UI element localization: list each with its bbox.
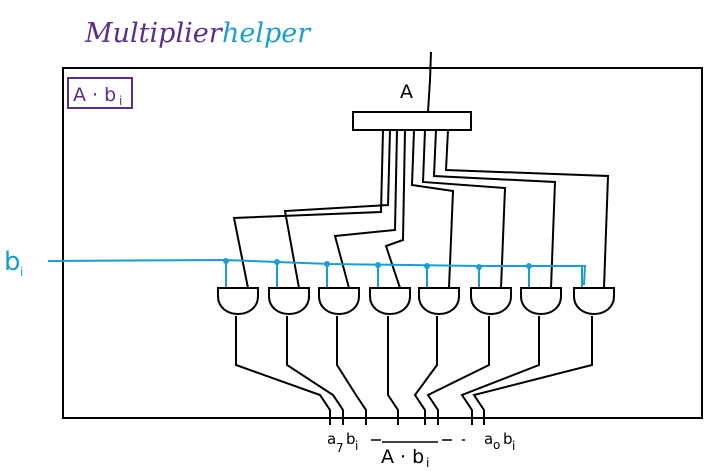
output-label-middle-sub: i <box>426 456 429 470</box>
bus-wire-7 <box>444 129 610 289</box>
bus-wire-5 <box>421 129 507 289</box>
and-gate-7 <box>573 287 615 315</box>
and-gate-4 <box>418 287 460 315</box>
title-part2: helper <box>222 18 312 49</box>
and-gate-6 <box>520 287 562 315</box>
bus-splitter <box>352 111 472 131</box>
bus-wire-1 <box>283 129 391 289</box>
module-label-sub: i <box>119 94 122 108</box>
bus-wire-3 <box>384 129 406 289</box>
bus-wires <box>232 129 610 289</box>
output-label-first-b: b <box>346 430 356 448</box>
output-wire-6 <box>460 316 540 425</box>
and-gate-5 <box>470 287 512 315</box>
bus-wire-4 <box>410 129 455 289</box>
module-box <box>62 67 703 419</box>
output-wires <box>235 316 593 425</box>
bi-taps <box>223 258 583 288</box>
output-wire-0 <box>235 316 331 425</box>
and-gate-0 <box>217 287 259 315</box>
title-part1: Multiplier <box>84 18 224 49</box>
output-label-last: a <box>484 430 493 448</box>
output-label-first: a <box>327 430 336 448</box>
bi-input-wire <box>47 258 587 286</box>
and-gate-3 <box>369 287 411 315</box>
and-gate-1 <box>268 287 310 315</box>
bus-wire-2 <box>333 129 398 289</box>
output-label-middle: A · b <box>381 446 424 468</box>
output-wire-1 <box>286 316 344 425</box>
bi-label: b <box>4 247 21 277</box>
output-wire-2 <box>336 316 367 425</box>
bi-label-sub: i <box>20 265 23 279</box>
output-label-last-b: b <box>503 430 513 448</box>
bus-wire-6 <box>432 129 557 289</box>
output-label-first-sub: 7 <box>336 441 344 455</box>
bus-wire-0 <box>232 129 384 289</box>
and-gates <box>217 287 615 315</box>
bus-input-wire <box>427 51 432 113</box>
output-label-first-b-sub: i <box>355 439 358 453</box>
output-wire-7 <box>472 316 593 425</box>
output-wire-5 <box>426 316 490 425</box>
module-label-box <box>67 77 133 109</box>
and-gate-2 <box>318 287 360 315</box>
output-label-last-sub: o <box>493 438 500 452</box>
output-wire-3 <box>387 316 399 425</box>
bus-label: A <box>400 81 413 103</box>
output-label-last-b-sub: i <box>512 439 515 453</box>
output-wire-4 <box>413 316 438 425</box>
module-label: A · b <box>73 84 116 106</box>
